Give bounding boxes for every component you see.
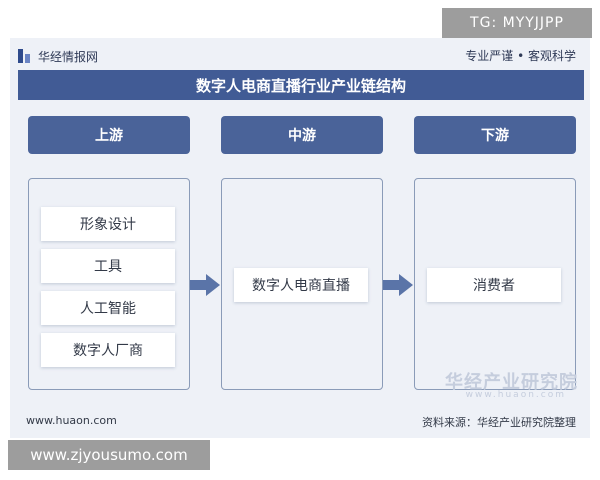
slogan: 专业严谨 • 客观科学 — [465, 49, 576, 63]
tg-overlay-badge: TG: MYYJJPP — [442, 8, 592, 38]
footer-website: www.huaon.com — [26, 414, 117, 427]
upstream-item: 工具 — [41, 249, 175, 283]
brand-name: 华经情报网 — [38, 49, 99, 64]
upstream-item: 形象设计 — [41, 207, 175, 241]
midstream-item: 数字人电商直播 — [234, 268, 368, 302]
brand-logo-icon — [18, 49, 32, 63]
upstream-item: 人工智能 — [41, 291, 175, 325]
diagram-title: 数字人电商直播行业产业链结构 — [18, 70, 584, 100]
downstream-column: 消费者 — [414, 178, 576, 390]
upstream-column: 形象设计 工具 人工智能 数字人厂商 — [28, 178, 190, 390]
stage-midstream-header: 中游 — [221, 116, 383, 154]
brand: 华经情报网 — [18, 46, 98, 66]
right-arrow-icon — [383, 274, 413, 296]
footer-source: 资料来源：华经产业研究院整理 — [422, 416, 576, 429]
watermark-url: www.huaon.com — [465, 390, 566, 400]
stage-downstream-header: 下游 — [414, 116, 576, 154]
watermark-text: 华经产业研究院 — [445, 372, 578, 393]
right-arrow-icon — [190, 274, 220, 296]
downstream-item: 消费者 — [427, 268, 561, 302]
url-overlay-badge: www.zjyousumo.com — [8, 440, 210, 470]
upstream-item: 数字人厂商 — [41, 333, 175, 367]
stage-upstream-header: 上游 — [28, 116, 190, 154]
midstream-column: 数字人电商直播 — [221, 178, 383, 390]
